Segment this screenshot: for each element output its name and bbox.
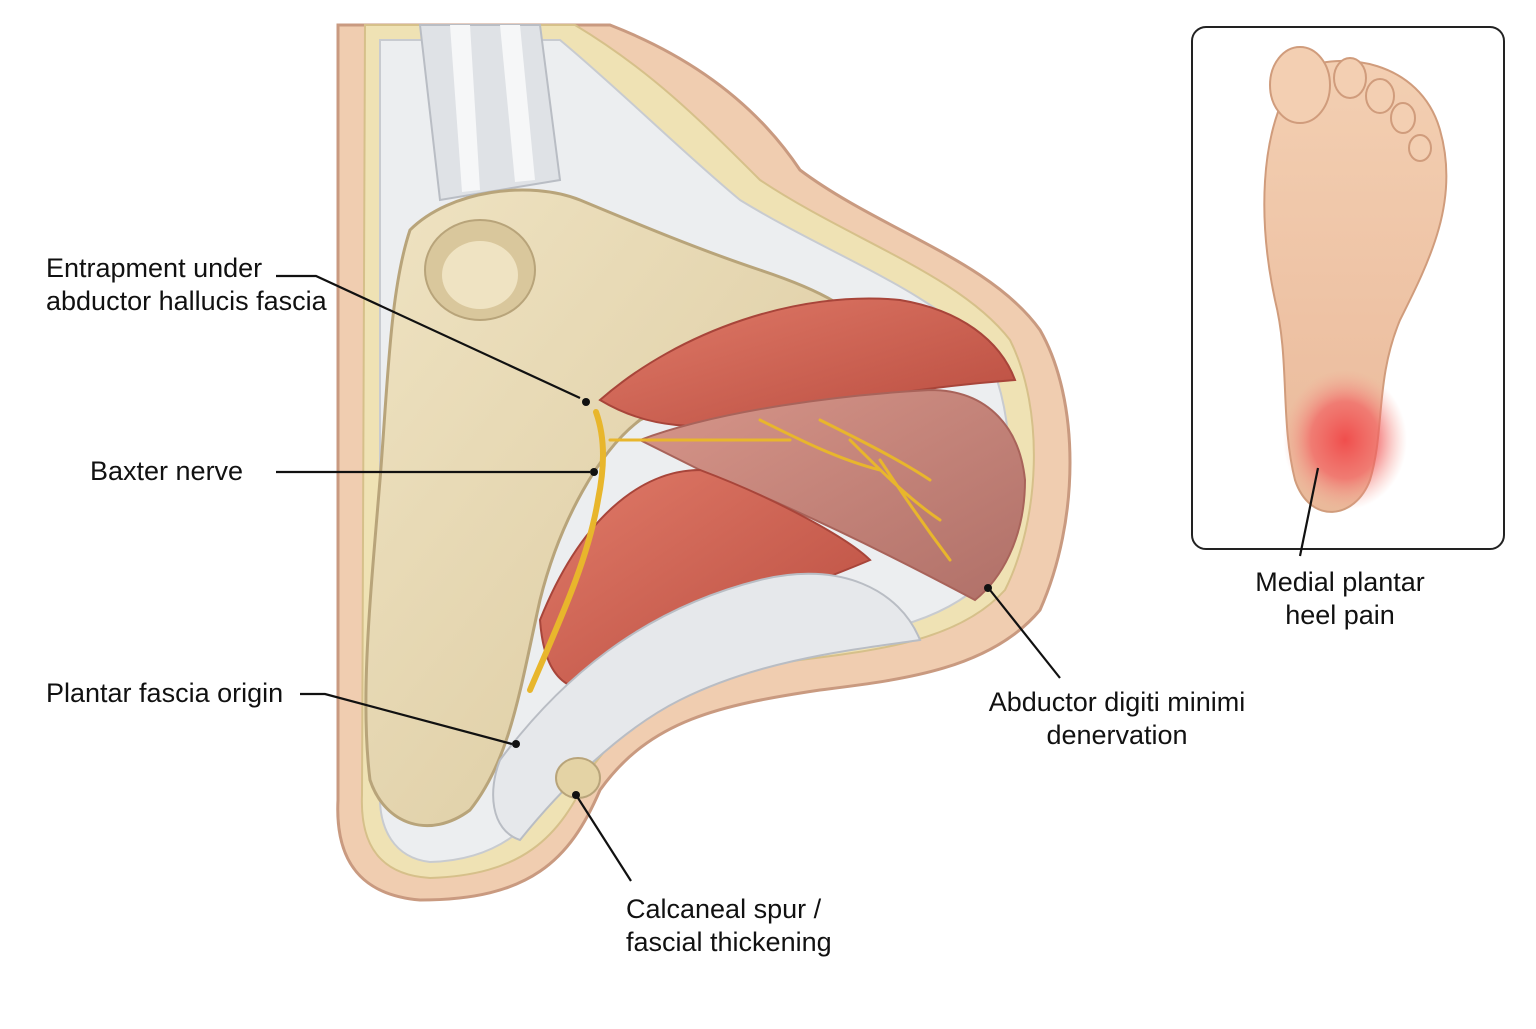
nerve-branches <box>608 418 952 562</box>
label-calcaneal-spur: Calcaneal spur / fascial thickening <box>626 894 832 957</box>
label-plantar-fascia-origin: Plantar fascia origin <box>46 678 284 708</box>
baxter-nerve-path <box>527 409 606 693</box>
heel-pain-highlight <box>1283 370 1407 510</box>
label-heel-pain: Medial plantar heel pain <box>1255 567 1425 630</box>
label-baxter-nerve: Baxter nerve <box>90 456 244 486</box>
leader-lines <box>276 274 1320 882</box>
label-entrapment: Entrapment under abductor hallucis fasci… <box>46 253 327 316</box>
leader-arrowheads <box>512 398 992 799</box>
label-abductor-digiti-minimi: Abductor digiti minimi denervation <box>988 687 1246 750</box>
foot-sole-icon <box>1263 46 1448 513</box>
tendons <box>418 24 562 202</box>
plantar-fascia-band <box>492 572 922 842</box>
abductor-digiti-minimi-muscle <box>637 388 1027 602</box>
